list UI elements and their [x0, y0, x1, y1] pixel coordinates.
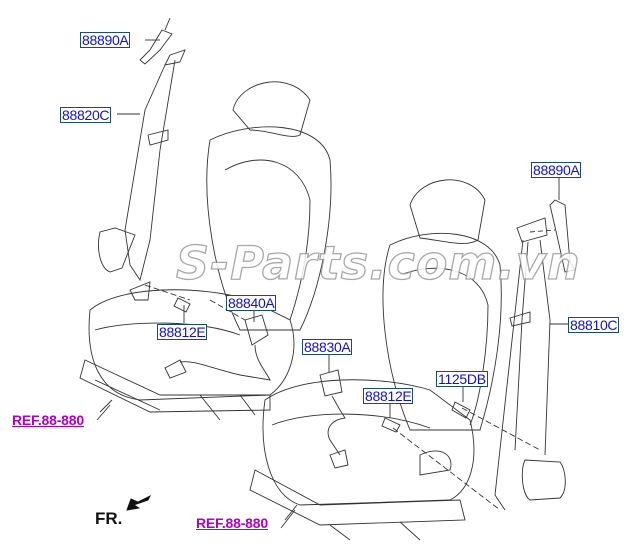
- reference-link-left[interactable]: REF.88-880: [12, 412, 84, 428]
- part-label-88810c[interactable]: 88810C: [568, 317, 620, 333]
- part-label-88820c[interactable]: 88820C: [60, 107, 112, 123]
- leader-lines: [96, 39, 568, 529]
- part-label-88890a-right[interactable]: 88890A: [531, 162, 582, 178]
- part-label-88840a[interactable]: 88840A: [226, 295, 277, 311]
- front-direction-arrow: [126, 494, 152, 511]
- front-direction-label: FR.: [95, 509, 123, 528]
- right-seat-drawing: [249, 179, 502, 541]
- left-seat-drawing: [79, 81, 332, 421]
- right-buckle-drawing: [319, 369, 501, 511]
- part-label-88812e-right[interactable]: 88812E: [363, 388, 414, 404]
- left-belt-drawing: [98, 17, 246, 321]
- part-label-88830a[interactable]: 88830A: [302, 339, 353, 355]
- left-buckle-drawing: [164, 314, 271, 381]
- part-label-1125db[interactable]: 1125DB: [436, 371, 488, 387]
- reference-link-bottom[interactable]: REF.88-880: [196, 515, 268, 531]
- part-label-88890a-left[interactable]: 88890A: [80, 32, 131, 48]
- part-label-88812e-left[interactable]: 88812E: [157, 324, 208, 340]
- right-belt-drawing: [451, 199, 576, 511]
- watermark: S-Parts.com.vn: [175, 235, 581, 290]
